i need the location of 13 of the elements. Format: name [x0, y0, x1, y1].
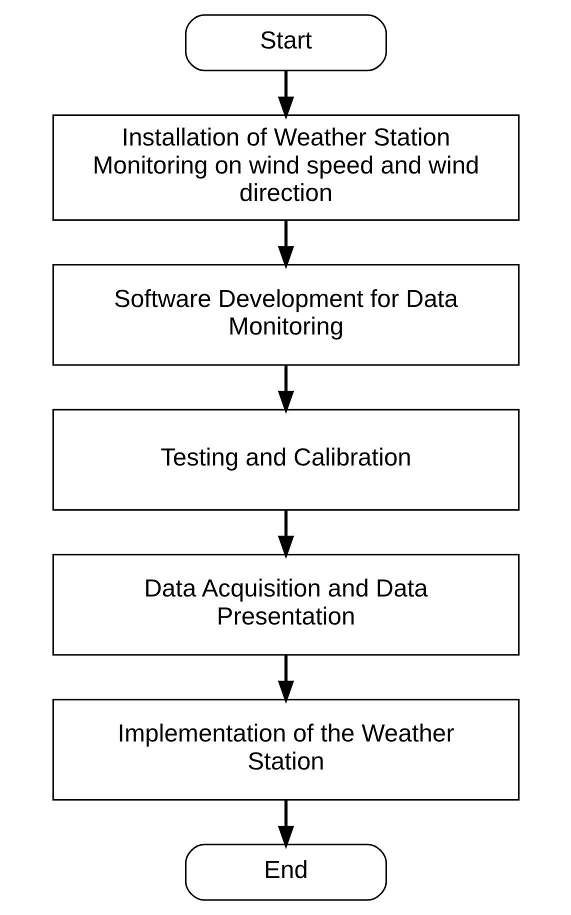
node-box: Installation of Weather Station Monitoring on wind speed and wind direction [52, 114, 520, 221]
node-box: Testing and Calibration [52, 408, 520, 511]
node-box: Start [184, 14, 386, 72]
arrow [277, 510, 294, 559]
node-box: Data Acquisition and Data Presentation [52, 554, 520, 656]
arrow [277, 220, 294, 270]
arrow [277, 655, 294, 704]
arrow [277, 70, 294, 120]
node-box: Implementation of the Weather Station [52, 698, 520, 801]
node-box: Software Development for Data Monitoring [52, 264, 520, 366]
arrow [277, 800, 294, 850]
node-box: End [184, 844, 386, 901]
arrow [277, 365, 294, 414]
